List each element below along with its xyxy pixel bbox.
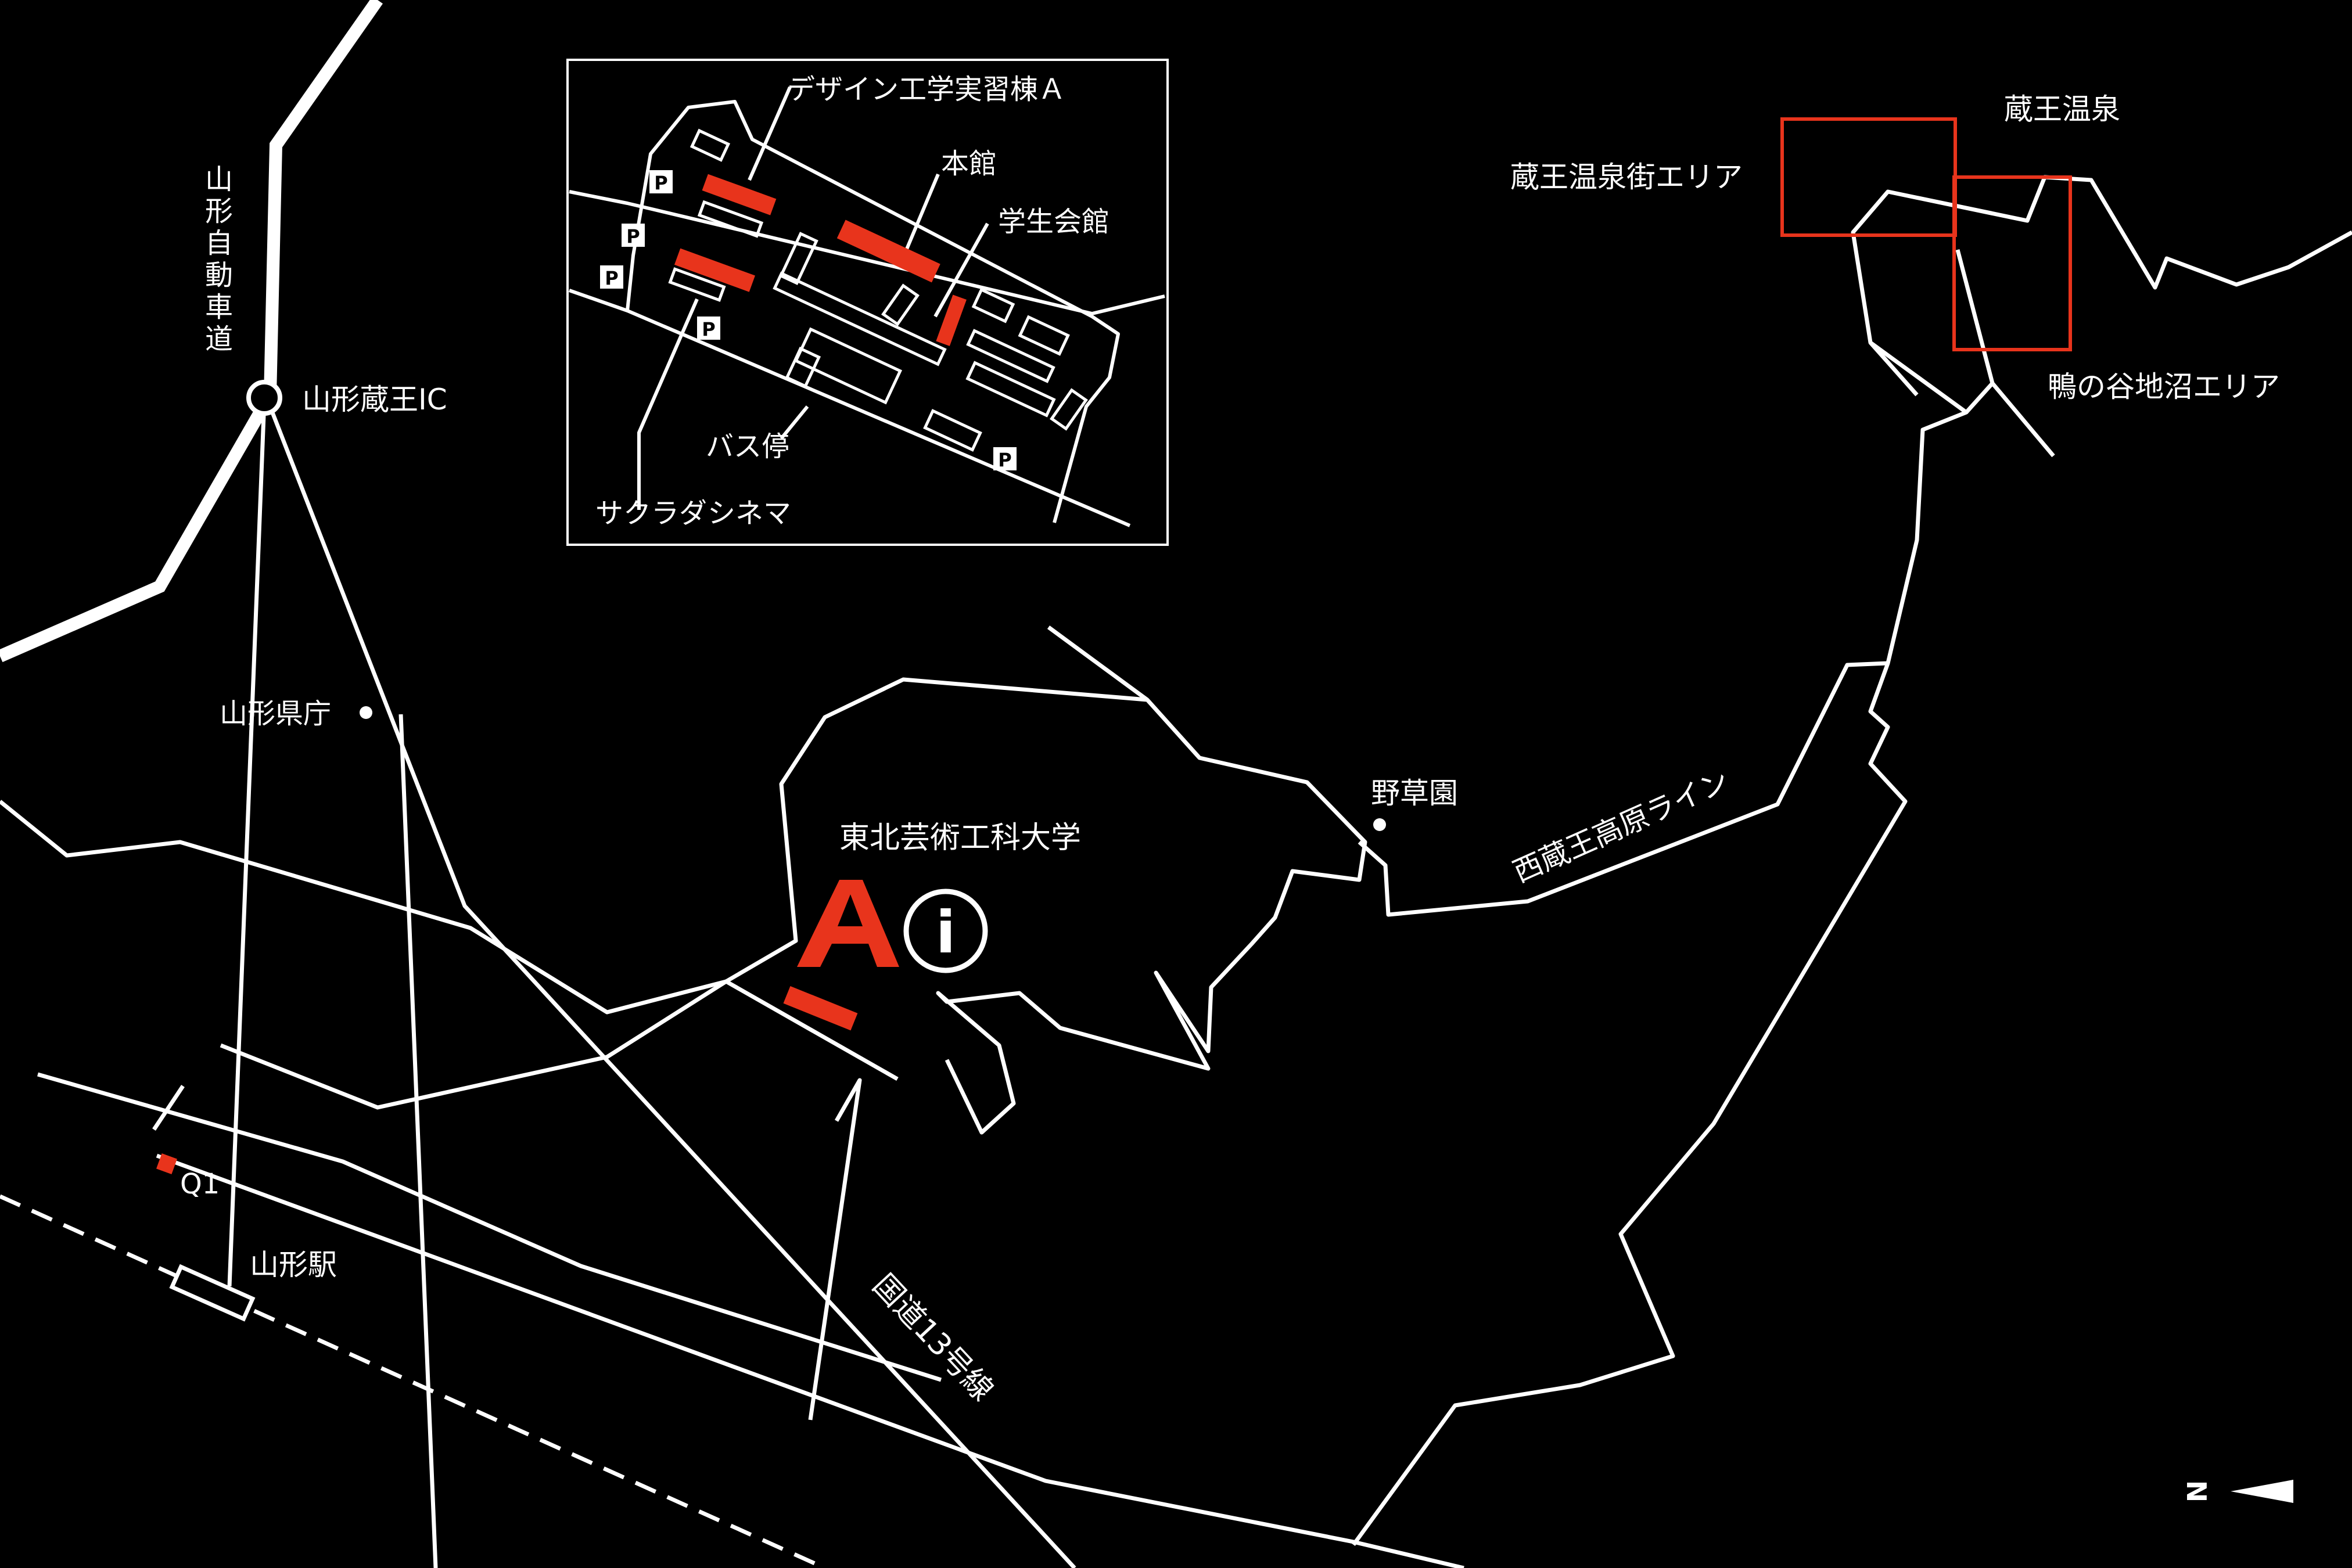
inset-sakura-leader [637, 298, 699, 510]
prefectural-office-label: 山形県庁 [220, 697, 331, 730]
road-nishizao-line [1352, 661, 1908, 1547]
design-building-a-label: デザイン工学実習棟Ａ [787, 73, 1066, 106]
parking-letter: P [626, 225, 640, 247]
zao-onsen-label: 蔵王温泉 [2004, 92, 2120, 126]
student-hall-label: 学生会館 [998, 206, 1109, 238]
road-campus-ring [725, 677, 1367, 1135]
north-arrow: N [2181, 1480, 2293, 1503]
parking-icon [622, 224, 645, 247]
inset-building [668, 267, 726, 302]
inset-building [1050, 388, 1088, 431]
inset-building [1018, 315, 1070, 356]
kamonoyachi-area-box [1952, 175, 2072, 351]
inset-building [923, 409, 982, 452]
logo-a-counter [838, 894, 863, 926]
info-circle [903, 889, 988, 973]
main-building-marker [836, 220, 940, 283]
expressway-char: 車 [205, 291, 233, 323]
expressway-char: 道 [205, 323, 233, 355]
kamonoyachi-area-label: 鴨の谷地沼エリア [2048, 370, 2280, 404]
expressway-char: 動 [205, 259, 233, 292]
inset-building [966, 329, 1055, 383]
expressway-char: 山 [205, 163, 233, 196]
parking-letter: P [702, 318, 715, 340]
inset-building [785, 347, 821, 389]
q1-marker [156, 1153, 177, 1174]
wildflower-garden-label: 野草園 [1371, 776, 1458, 810]
inset-bus-leader [780, 405, 809, 440]
road-south-2 [156, 1153, 1464, 1568]
wildflower-garden-dot [1373, 818, 1386, 831]
inset-building [971, 287, 1015, 323]
inset-building [773, 271, 947, 366]
parking-icon [697, 317, 720, 340]
inset-building [779, 232, 818, 285]
north-letter: N [2181, 1480, 2212, 1503]
station-label: 山形駅 [250, 1248, 337, 1282]
road-west-1 [0, 800, 727, 1015]
inset-campus-outline [626, 100, 1120, 523]
student-hall-marker [936, 294, 967, 346]
inset-road-top [569, 190, 1165, 315]
sakura-cinema-marker [674, 248, 755, 292]
inset-building [690, 128, 731, 162]
bus-stop-label: バス停 [706, 430, 789, 463]
q1-crossing [152, 1085, 185, 1131]
road-campus-south [808, 1078, 862, 1420]
road-mountain-4 [1869, 341, 1919, 397]
parking-markers: P P P P P [600, 170, 1017, 471]
inset-building [881, 283, 920, 326]
expressway-label: 山 形 自 動 車 道 [205, 163, 242, 355]
campus-inset: P P P P P デザイン工学実習棟Ａ 本館 学生会館 バス停 サクラダシネマ [566, 59, 1169, 546]
prefectural-office-dot [360, 706, 372, 719]
inset-building [965, 361, 1056, 418]
q1-label: Q1 [180, 1168, 220, 1200]
parking-letter: P [654, 172, 667, 194]
road-route13 [268, 405, 1076, 1568]
parking-icon [993, 447, 1017, 470]
road-west-2 [220, 979, 899, 1110]
design-building-a-marker [702, 174, 777, 215]
road-ic-southwest [227, 400, 267, 1287]
university-label: 東北芸術工科大学 [839, 821, 1081, 855]
expressway-char: 形 [205, 195, 233, 228]
parking-icon [600, 265, 623, 289]
road-south-1 [37, 1072, 942, 1382]
expressway-char: 自 [205, 227, 233, 260]
main-building-label: 本館 [941, 148, 997, 180]
interchange-label: 山形蔵王IC [302, 383, 447, 416]
interchange-marker [246, 380, 282, 416]
road-mountain-1 [1886, 249, 1995, 664]
parking-icon [649, 170, 673, 193]
university-logo [783, 880, 899, 1031]
north-arrow-head [2231, 1480, 2293, 1503]
inset-building [697, 200, 764, 238]
inset-frame [566, 59, 1169, 546]
inset-building [793, 327, 903, 405]
zao-onsen-street-area-label: 蔵王温泉街エリア [1510, 160, 1743, 194]
road-mountain-2 [1991, 382, 2055, 458]
info-icon: i [903, 889, 988, 973]
logo-bar [783, 986, 858, 1031]
info-glyph: i [936, 898, 956, 966]
parking-letter: P [998, 449, 1011, 471]
station-marker [169, 1264, 256, 1322]
inset-student-leader [933, 222, 989, 318]
sakura-cinema-label: サクラダシネマ [595, 497, 791, 530]
road-campus-north [1047, 625, 1149, 702]
road-prefecture-south [398, 714, 438, 1568]
railway [0, 1194, 826, 1568]
parking-letter: P [605, 267, 618, 289]
inset-design-leader [748, 86, 792, 181]
